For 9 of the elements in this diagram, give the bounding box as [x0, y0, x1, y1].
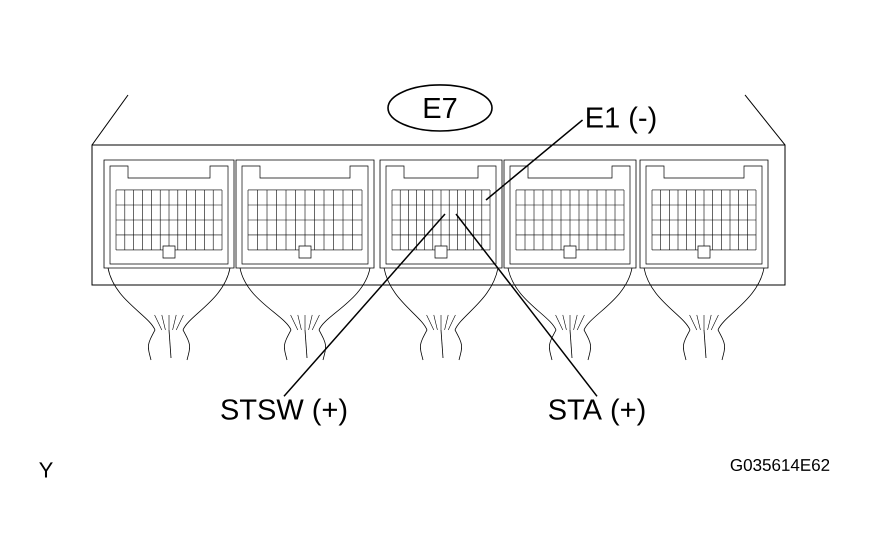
- leader-line: [486, 119, 584, 201]
- pin-label: STA (+): [549, 398, 644, 426]
- pin-label: E1 (-): [587, 106, 656, 134]
- ellipse-label: E7: [387, 84, 493, 132]
- figure-code: G035614E62: [730, 458, 830, 471]
- view-letter: Y: [39, 462, 53, 478]
- leader-line: [283, 213, 446, 397]
- pin-label: STSW (+): [221, 398, 346, 426]
- leader-line: [455, 214, 598, 397]
